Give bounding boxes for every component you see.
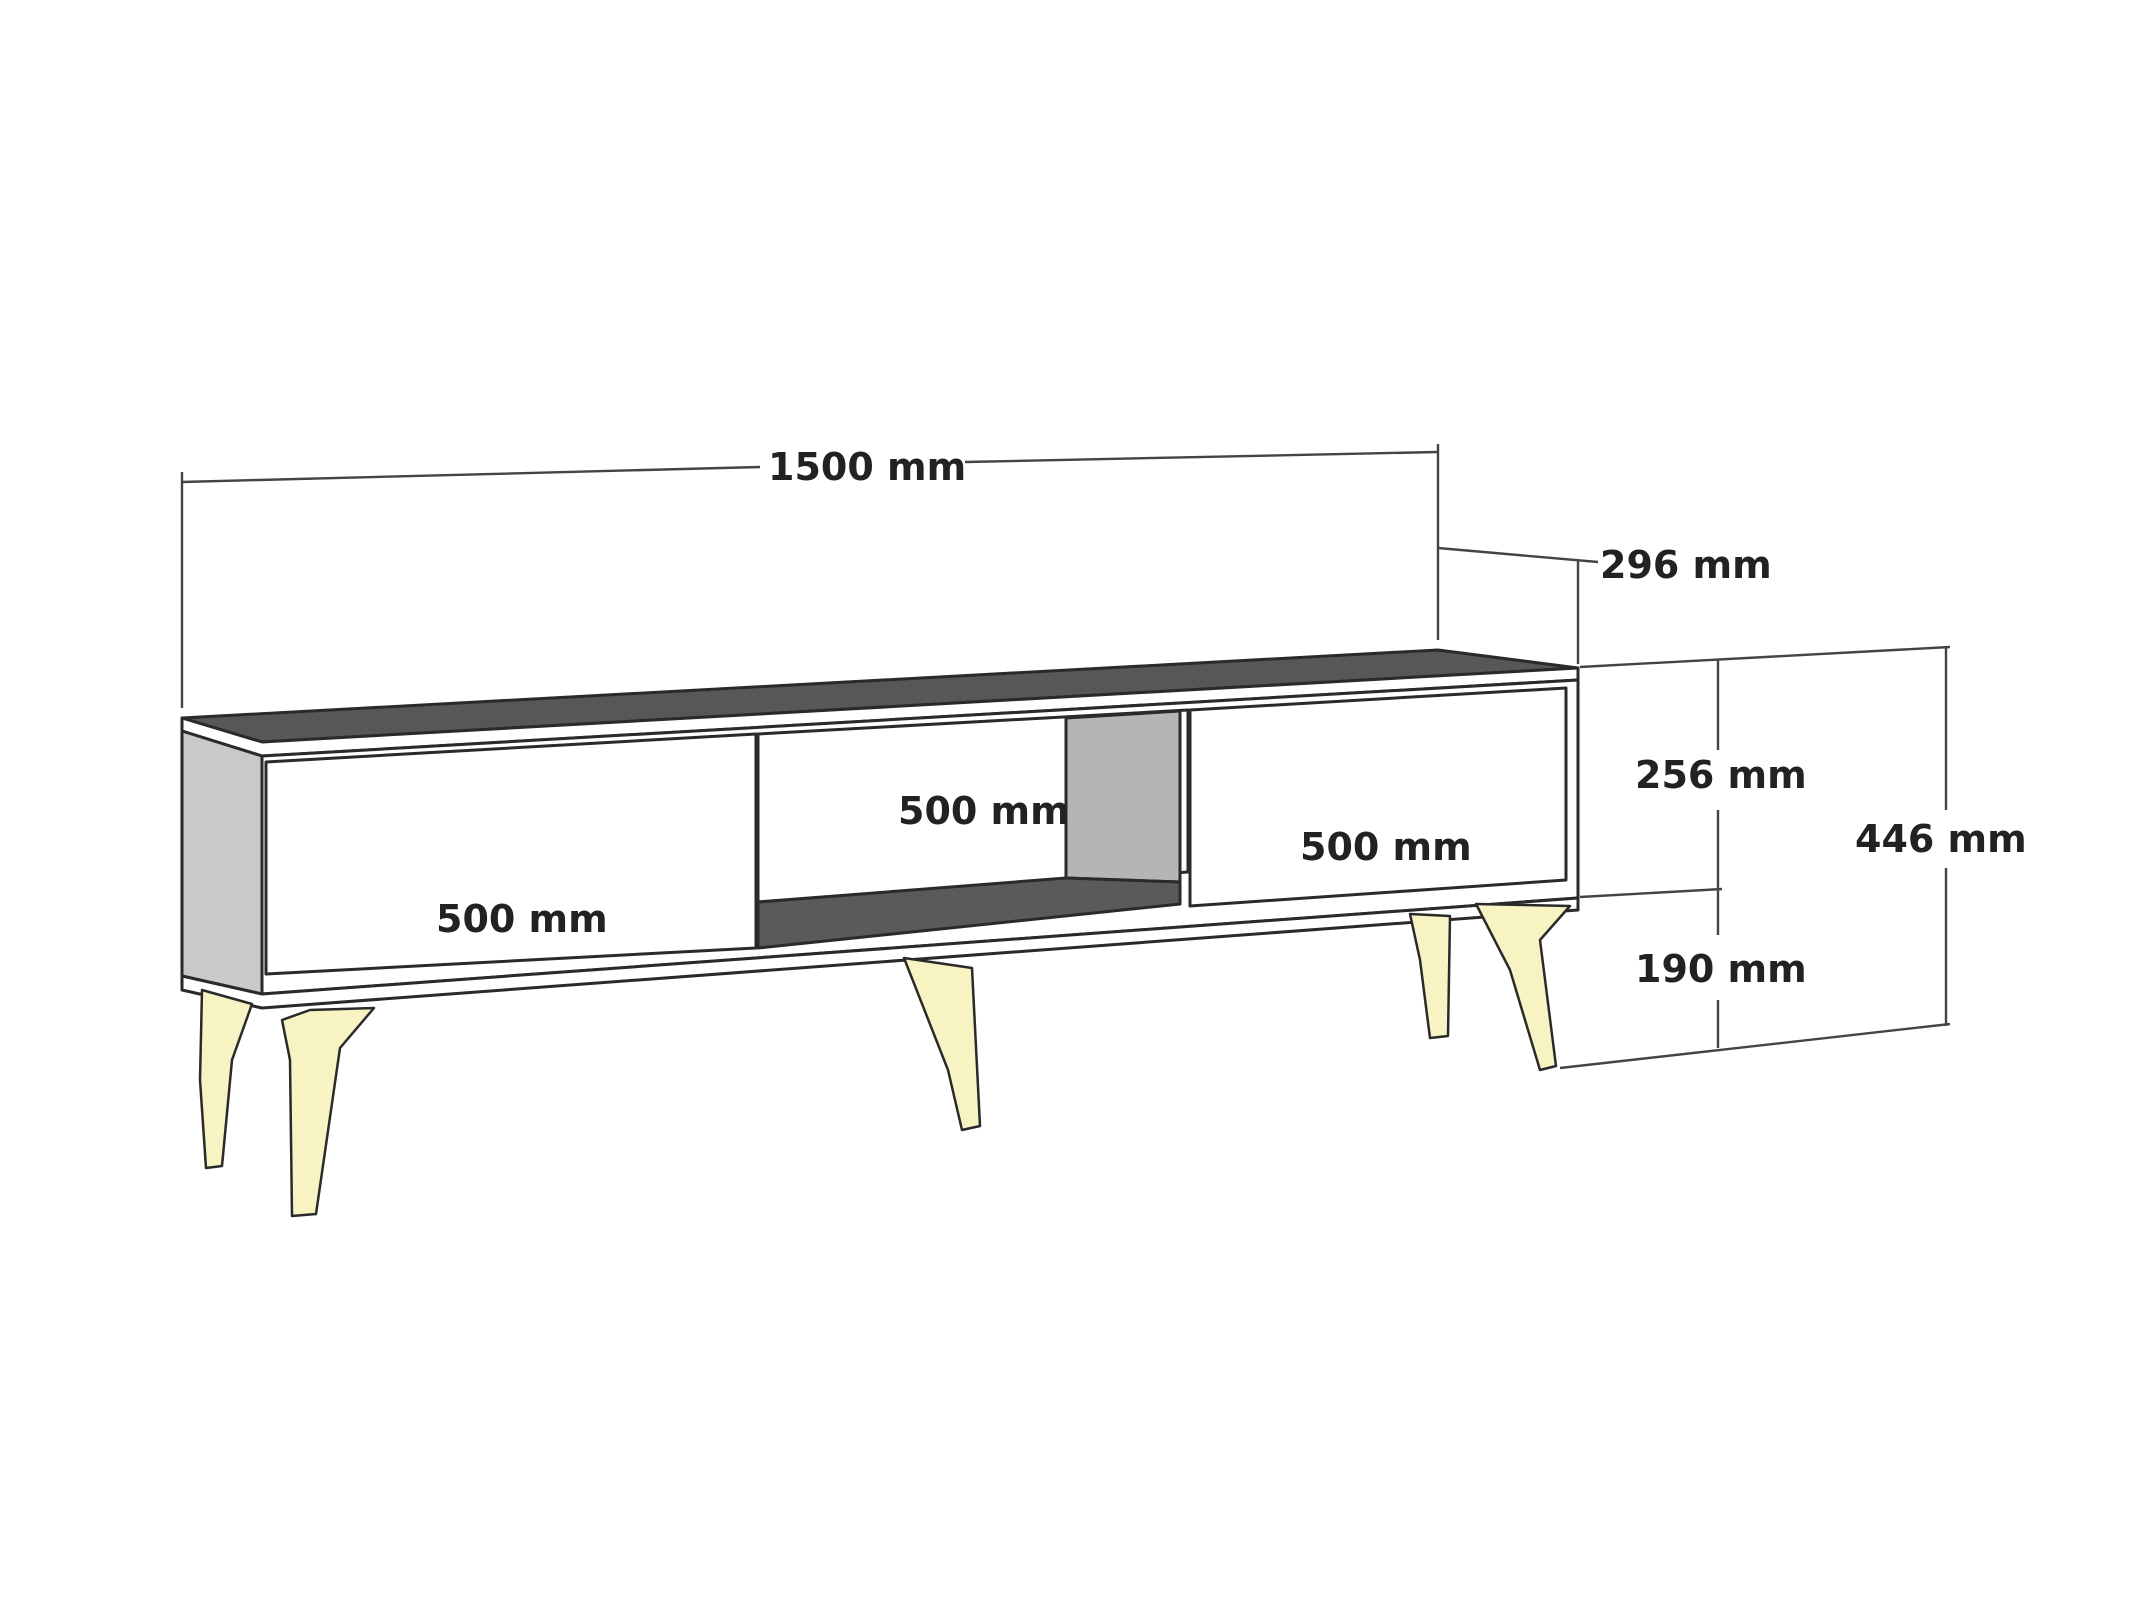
- width-dimension-line-left: [181, 465, 761, 484]
- width-total-label: 1500 mm: [768, 445, 966, 489]
- dimension-labels: 1500 mm 296 mm 256 mm 190 mm 446 mm 500 …: [436, 445, 2027, 991]
- depth-label: 296 mm: [1600, 543, 1772, 587]
- leg-height-label: 190 mm: [1635, 947, 1807, 991]
- leg-front-left: [280, 1006, 376, 1218]
- left-door-width-label: 500 mm: [436, 897, 608, 941]
- leg-back-right: [1408, 912, 1452, 1040]
- cabinet: [180, 648, 1580, 1010]
- leg-back-left: [198, 988, 254, 1170]
- legs: [198, 902, 1572, 1218]
- center-shelf-width-label: 500 mm: [898, 789, 1070, 833]
- floor-extension: [1559, 1022, 1951, 1070]
- right-door: [1188, 686, 1568, 908]
- right-door-width-label: 500 mm: [1300, 825, 1472, 869]
- left-door: [264, 732, 758, 976]
- height-top-extension: [1579, 645, 1951, 669]
- depth-dimension-line: [1437, 546, 1599, 564]
- cabinet-left-side-panel: [180, 729, 264, 996]
- leg-front-right: [1474, 902, 1572, 1072]
- width-dimension-line-right: [964, 450, 1439, 464]
- body-height-label: 256 mm: [1635, 753, 1807, 797]
- cabinet-bottom-edge: [180, 896, 1580, 1010]
- center-shelf-floor: [756, 876, 1182, 950]
- center-shelf-side-wall: [1064, 709, 1182, 884]
- total-height-label: 446 mm: [1855, 817, 2027, 861]
- body-leg-divider-extension: [1579, 887, 1723, 899]
- leg-center: [902, 956, 982, 1132]
